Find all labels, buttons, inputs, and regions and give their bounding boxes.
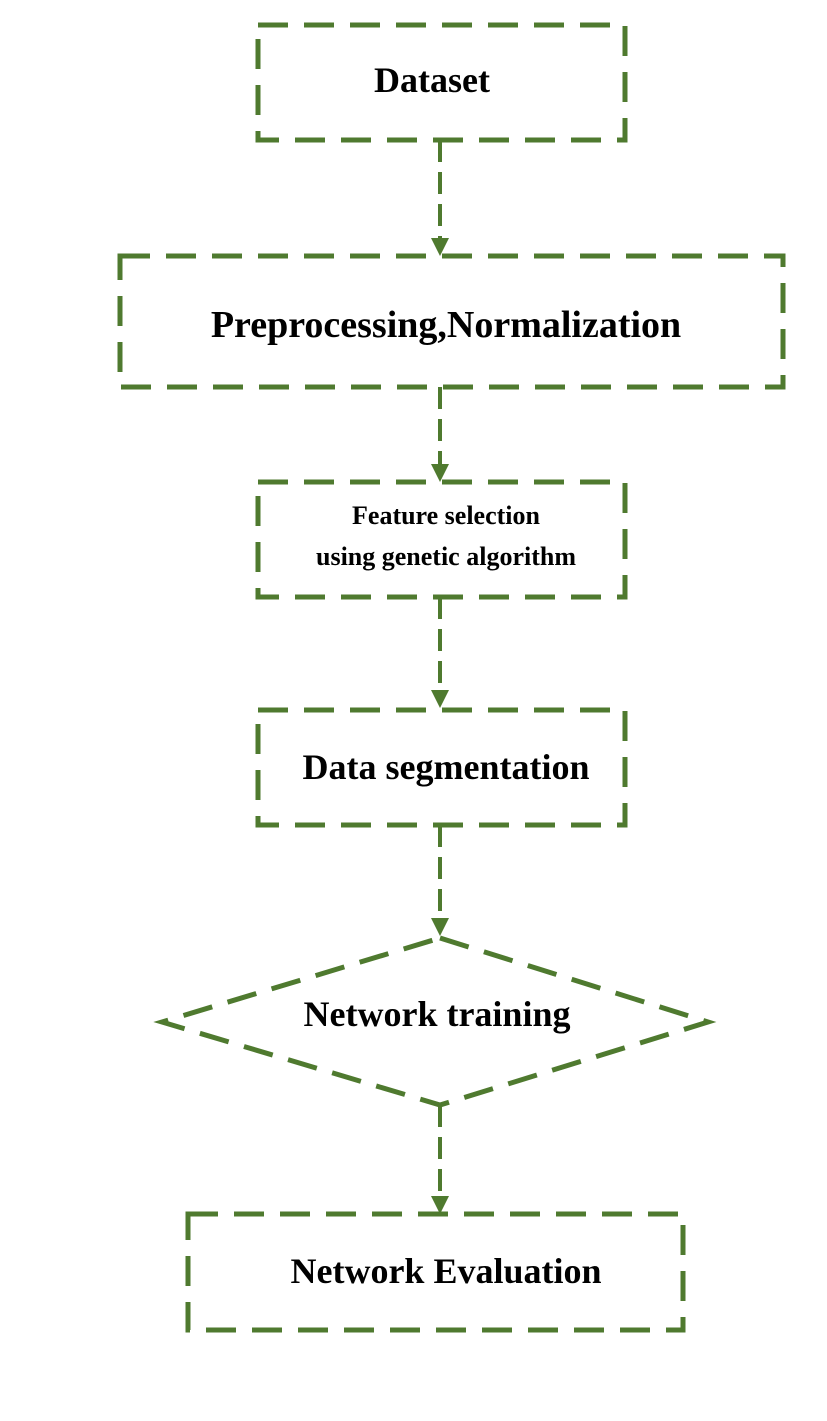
node-preprocessing-label: Preprocessing,Normalization [211, 304, 681, 346]
node-feature-selection-label-line1: Feature selection [352, 501, 540, 530]
node-network-evaluation: Network Evaluation [185, 1211, 686, 1333]
edge-network-training-to-network-evaluation [431, 1105, 449, 1214]
node-data-segmentation-label: Data segmentation [303, 747, 590, 787]
node-preprocessing: Preprocessing,Normalization [117, 253, 786, 390]
edge-feature-selection-to-data-segmentation [431, 597, 449, 708]
edge-data-segmentation-to-network-training [431, 825, 449, 936]
node-dataset-label: Dataset [374, 60, 490, 100]
edges [431, 140, 449, 1214]
edge-dataset-to-preprocessing [431, 140, 449, 256]
node-feature-selection: Feature selection using genetic algorith… [255, 479, 628, 600]
node-network-evaluation-label: Network Evaluation [290, 1251, 601, 1291]
node-network-training: Network training [153, 935, 717, 1108]
node-dataset: Dataset [255, 22, 628, 143]
node-network-training-label: Network training [304, 994, 571, 1034]
edge-preprocessing-to-feature-selection [431, 387, 449, 482]
node-feature-selection-label-line2: using genetic algorithm [316, 542, 576, 571]
node-data-segmentation: Data segmentation [255, 707, 628, 828]
